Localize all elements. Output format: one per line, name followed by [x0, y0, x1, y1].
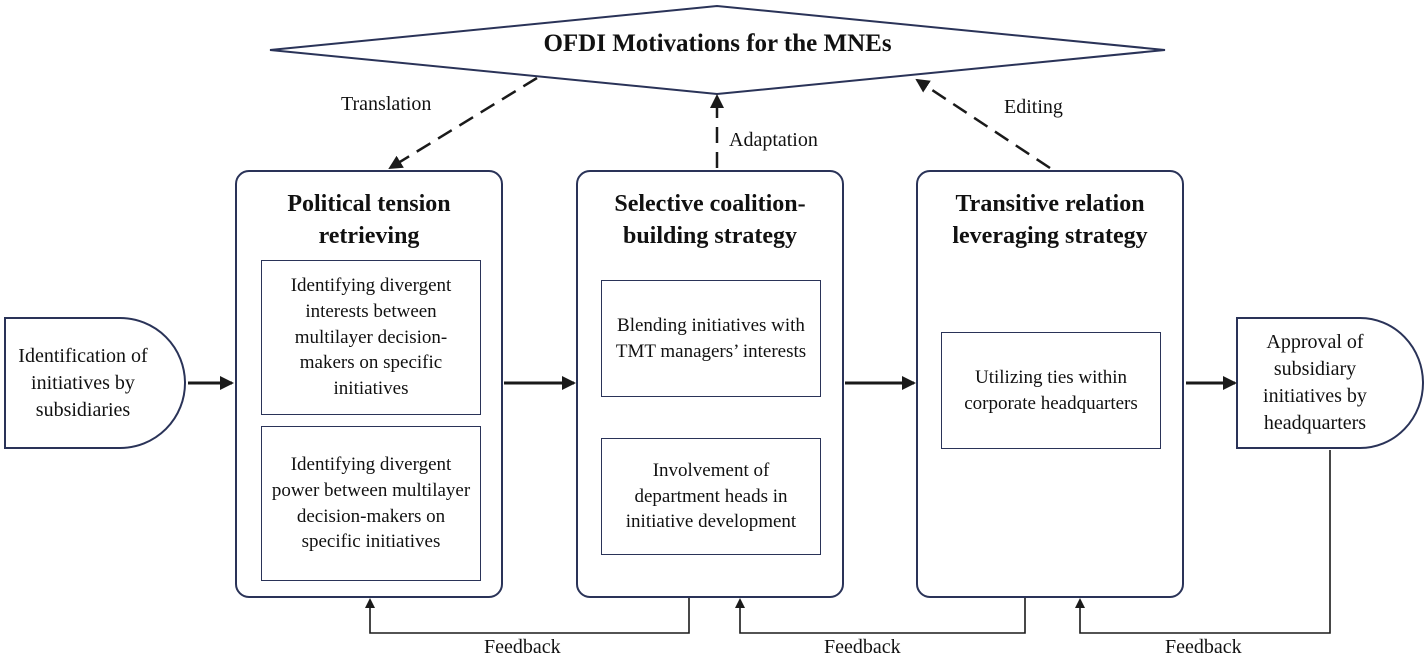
- strategy-panel-transitive-relation: Transitive relation leveraging strategy …: [916, 170, 1184, 598]
- strategy-item: Identifying divergent power between mult…: [261, 426, 481, 581]
- strategy-panel-selective-coalition: Selective coalition-building strategy Bl…: [576, 170, 844, 598]
- label-feedback-2: Feedback: [824, 636, 901, 658]
- strategy-item: Involvement of department heads in initi…: [601, 438, 821, 555]
- label-adaptation: Adaptation: [729, 129, 818, 151]
- label-translation: Translation: [341, 93, 432, 115]
- end-node-label: Approval of subsidiary initiatives by he…: [1263, 331, 1367, 434]
- dashed-arrow-translation: [388, 76, 538, 170]
- label-feedback-1: Feedback: [484, 636, 561, 658]
- feedback-loop-3: [1075, 450, 1331, 634]
- strategy-panel-political-tension: Political tension retrieving strategy Id…: [235, 170, 503, 598]
- strategy-item: Blending initiatives with TMT managers’ …: [601, 280, 821, 397]
- strategy-title: Transitive relation leveraging strategy: [952, 191, 1148, 250]
- label-feedback-3: Feedback: [1165, 636, 1242, 658]
- feedback-loop-2: [735, 598, 1026, 634]
- top-node-diamond: [269, 4, 1166, 96]
- label-editing: Editing: [1004, 96, 1063, 118]
- feedback-loop-1: [365, 598, 690, 634]
- strategy-item: Identifying divergent interests between …: [261, 260, 481, 415]
- end-node-shape: [1236, 317, 1424, 449]
- start-node-shape: [4, 317, 186, 449]
- start-node-label: Identification of initiatives by subsidi…: [18, 344, 148, 421]
- top-node-label: OFDI Motivations for the MNEs: [543, 30, 892, 57]
- dashed-arrow-editing: [915, 78, 1051, 170]
- strategy-item: Utilizing ties within corporate headquar…: [941, 332, 1161, 449]
- strategy-title: Selective coalition-building strategy: [614, 191, 806, 250]
